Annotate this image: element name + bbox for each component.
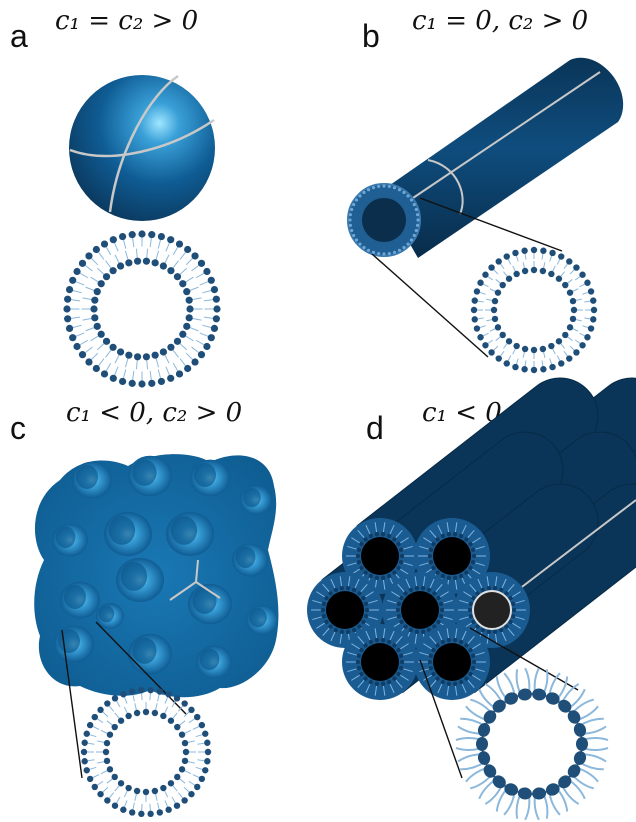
monolayer-ring-d bbox=[455, 667, 609, 821]
zoom-line bbox=[469, 627, 579, 691]
panel-d-label: d bbox=[366, 410, 384, 446]
sphere bbox=[69, 74, 215, 221]
zoom-line bbox=[371, 253, 489, 358]
zoom-line bbox=[419, 197, 563, 252]
panel-c-condition: c₁ < 0, c₂ > 0 bbox=[66, 398, 243, 428]
cubic-phase bbox=[34, 454, 279, 698]
zoom-line bbox=[95, 621, 187, 715]
panel-a-condition: c₁ = c₂ > 0 bbox=[55, 6, 199, 36]
tube-end-cross-section bbox=[347, 183, 421, 257]
zoom-line bbox=[419, 659, 463, 779]
cylinder bbox=[347, 57, 624, 258]
bilayer-ring-a bbox=[63, 230, 221, 388]
panel-a-label: a bbox=[10, 18, 28, 54]
panel-b-condition: c₁ = 0, c₂ > 0 bbox=[412, 6, 589, 36]
bilayer-ring-c bbox=[80, 686, 212, 818]
zoom-line bbox=[61, 629, 83, 779]
bilayer-ring-b bbox=[470, 246, 598, 374]
panel-b-label: b bbox=[362, 18, 380, 54]
hexagonal-tube-bundle bbox=[307, 377, 636, 700]
panel-c-label: c bbox=[10, 410, 26, 446]
